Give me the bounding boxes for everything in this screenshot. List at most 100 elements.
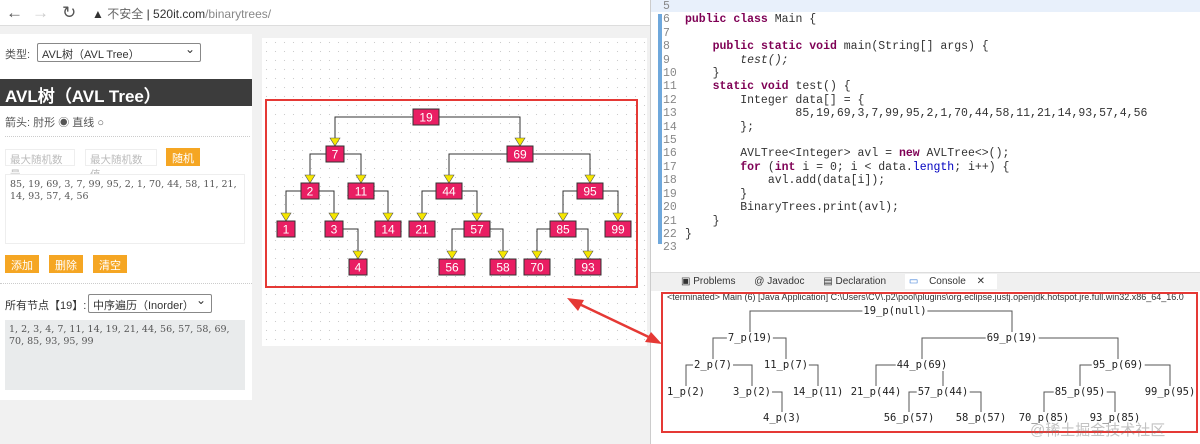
code-line: 5	[663, 0, 1147, 13]
tab-label: Declaration	[835, 276, 887, 287]
code-text: public static void main(String[] args) {	[712, 40, 989, 54]
arrow-head-icon	[612, 212, 624, 222]
tree-node[interactable]	[574, 258, 602, 276]
tree-node-label: 14	[381, 223, 395, 237]
data-input[interactable]: 85, 19, 69, 3, 7, 99, 95, 2, 1, 70, 44, …	[5, 174, 245, 244]
forward-icon[interactable]: →	[32, 3, 49, 22]
tree-node[interactable]	[604, 220, 632, 238]
tree-node[interactable]	[408, 220, 436, 238]
code-line: 15	[663, 134, 1147, 147]
arrow-straight-label: 直线	[72, 117, 95, 129]
code-line: 12 Integer data[] = {	[663, 94, 1147, 107]
arrow-straight-radio[interactable]: ○	[97, 117, 104, 129]
tree-node-label: 19	[419, 111, 433, 125]
code-text: static void test() {	[712, 80, 851, 94]
arrow-head-icon	[329, 137, 341, 147]
tree-node[interactable]	[324, 220, 344, 238]
console-node: 1_p(2)	[666, 386, 706, 398]
tree-node[interactable]	[576, 182, 604, 200]
tree-node-label: 44	[442, 185, 456, 199]
divider	[5, 136, 250, 137]
node-count-label: 所有节点【19】:	[5, 300, 87, 312]
arrow-head-icon	[446, 250, 458, 260]
delete-button[interactable]: 删除	[49, 255, 83, 273]
arrow-head-icon	[328, 212, 340, 222]
arrow-elbow-radio[interactable]: ◉	[58, 117, 70, 129]
code-line: 11 static void test() {	[663, 80, 1147, 93]
line-number: 9	[663, 53, 670, 67]
line-number: 20	[663, 201, 677, 215]
line-number: 10	[663, 67, 677, 81]
arrow-head-icon	[382, 212, 394, 222]
console-node: 58_p(57)	[954, 412, 1008, 424]
tab-label: Problems	[693, 276, 736, 287]
tab-problems[interactable]: ▣ Problems	[681, 276, 736, 287]
tree-node[interactable]	[438, 258, 466, 276]
tab-console[interactable]: ▭ Console ✕	[904, 274, 997, 289]
code-line: 19 }	[663, 188, 1147, 201]
tree-node[interactable]	[523, 258, 551, 276]
line-number: 12	[663, 93, 677, 107]
random-button[interactable]: 随机	[166, 148, 200, 166]
reload-icon[interactable]: ↻	[62, 3, 77, 22]
url-field[interactable]: ▲ 不安全 | 520it.com/binarytrees/	[92, 7, 272, 21]
add-button[interactable]: 添加	[5, 255, 39, 273]
tree-node-label: 2	[307, 185, 314, 199]
tab-javadoc[interactable]: @ Javadoc	[754, 276, 805, 287]
tree-node[interactable]	[276, 220, 296, 238]
console-node: 95_p(69)	[1091, 359, 1145, 371]
code-line: 23	[663, 241, 1147, 254]
tree-edge	[426, 116, 521, 140]
tree-node[interactable]	[549, 220, 577, 238]
watermark: @稀土掘金技术社区	[1030, 422, 1166, 439]
url-host: 520it.com	[153, 7, 206, 21]
tree-node-label: 1	[283, 223, 290, 237]
tree-node-label: 70	[530, 261, 544, 275]
warning-icon: ▲	[92, 7, 104, 21]
line-number: 13	[663, 107, 677, 121]
type-value: AVL树（AVL Tree）	[42, 49, 140, 61]
console-node: 19_p(null)	[862, 305, 928, 317]
tab-label: Console	[929, 276, 966, 287]
tree-node-label: 57	[470, 223, 484, 237]
code-text: for (int i = 0; i < data.length; i++) {	[740, 160, 1010, 174]
arrow-options: 箭头: 肘形 ◉ 直线 ○	[5, 114, 104, 130]
arrow-head-icon	[416, 212, 428, 222]
tree-node[interactable]	[374, 220, 402, 238]
traversal-result: 1, 2, 3, 4, 7, 11, 14, 19, 21, 44, 56, 5…	[5, 320, 245, 390]
clear-button[interactable]: 清空	[93, 255, 127, 273]
tree-node[interactable]	[300, 182, 320, 200]
traversal-select[interactable]: 中序遍历（Inorder）	[88, 293, 212, 313]
type-select[interactable]: AVL树（AVL Tree）	[37, 42, 201, 62]
page-title: AVL树（AVL Tree）	[0, 79, 252, 106]
tree-node[interactable]	[347, 182, 375, 200]
console-tabs: ▣ Problems @ Javadoc ▤ Declaration ▭ Con…	[651, 272, 1200, 291]
arrow-head-icon	[280, 212, 292, 222]
code-line: 9 test();	[663, 54, 1147, 67]
tree-node-label: 69	[513, 148, 527, 162]
back-icon[interactable]: ←	[6, 3, 23, 22]
tree-node[interactable]	[325, 145, 345, 163]
address-bar: ← → ↻ ▲ 不安全 | 520it.com/binarytrees/	[0, 0, 650, 26]
tree-node[interactable]	[489, 258, 517, 276]
tab-declaration[interactable]: ▤ Declaration	[823, 276, 887, 287]
browser-window: ← → ↻ ▲ 不安全 | 520it.com/binarytrees/ 类型:…	[0, 0, 650, 444]
tree-node[interactable]	[412, 108, 440, 126]
code-text: public class Main {	[685, 13, 817, 27]
code-text: Integer data[] = {	[685, 93, 865, 107]
tree-node[interactable]	[463, 220, 491, 238]
terminated-label: <terminated> Main (6) [Java Application]…	[667, 292, 1184, 302]
tree-node-label: 56	[445, 261, 459, 275]
close-icon[interactable]: ✕	[976, 276, 985, 287]
arrow-head-icon	[582, 250, 594, 260]
tree-node[interactable]	[348, 258, 368, 276]
code-line: 21 }	[663, 215, 1147, 228]
console-node: 56_p(57)	[882, 412, 936, 424]
tab-label: Javadoc	[767, 276, 805, 287]
tree-node[interactable]	[506, 145, 534, 163]
tree-edge	[520, 153, 591, 177]
tree-node[interactable]	[435, 182, 463, 200]
tree-node-label: 7	[332, 148, 339, 162]
console-highlight-box	[661, 292, 1198, 433]
